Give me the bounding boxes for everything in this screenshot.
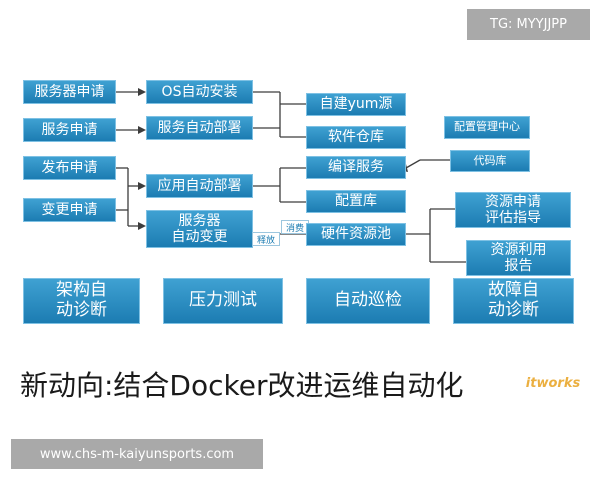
- auto-inspect-box: 自动巡检: [306, 278, 430, 324]
- arch-diagnosis-box: 架构自 动诊断: [23, 278, 140, 324]
- watermark-top: TG: MYYJJPP: [467, 9, 590, 40]
- software-repo-box: 软件仓库: [306, 126, 406, 149]
- service-deploy-box: 服务自动部署: [146, 116, 253, 140]
- config-center-box: 配置管理中心: [444, 116, 530, 139]
- resource-report-box: 资源利用 报告: [466, 240, 571, 276]
- server-auto-change-box: 服务器 自动变更: [146, 210, 253, 248]
- release-apply-box: 发布申请: [23, 156, 116, 180]
- fault-diagnosis-box: 故障自 动诊断: [453, 278, 574, 324]
- self-yum-box: 自建yum源: [306, 93, 406, 116]
- compile-service-box: 编译服务: [306, 156, 406, 179]
- watermark-bottom: www.chs-m-kaiyunsports.com: [11, 439, 263, 469]
- stress-test-box: 压力测试: [163, 278, 283, 324]
- config-repo-box: 配置库: [306, 190, 406, 213]
- itworks-logo: itworks: [525, 375, 581, 391]
- code-repo-box: 代码库: [450, 150, 530, 172]
- consume-label: 消费: [281, 220, 309, 234]
- service-apply-box: 服务申请: [23, 118, 116, 142]
- change-apply-box: 变更申请: [23, 198, 116, 222]
- server-apply-box: 服务器申请: [23, 80, 116, 104]
- resource-eval-box: 资源申请 评估指导: [455, 192, 571, 228]
- app-deploy-box: 应用自动部署: [146, 174, 253, 198]
- hw-pool-box: 硬件资源池: [306, 223, 406, 246]
- release-label: 释放: [252, 232, 280, 246]
- os-install-box: OS自动安装: [146, 80, 253, 104]
- headline-text: 新动向:结合Docker改进运维自动化: [20, 369, 464, 402]
